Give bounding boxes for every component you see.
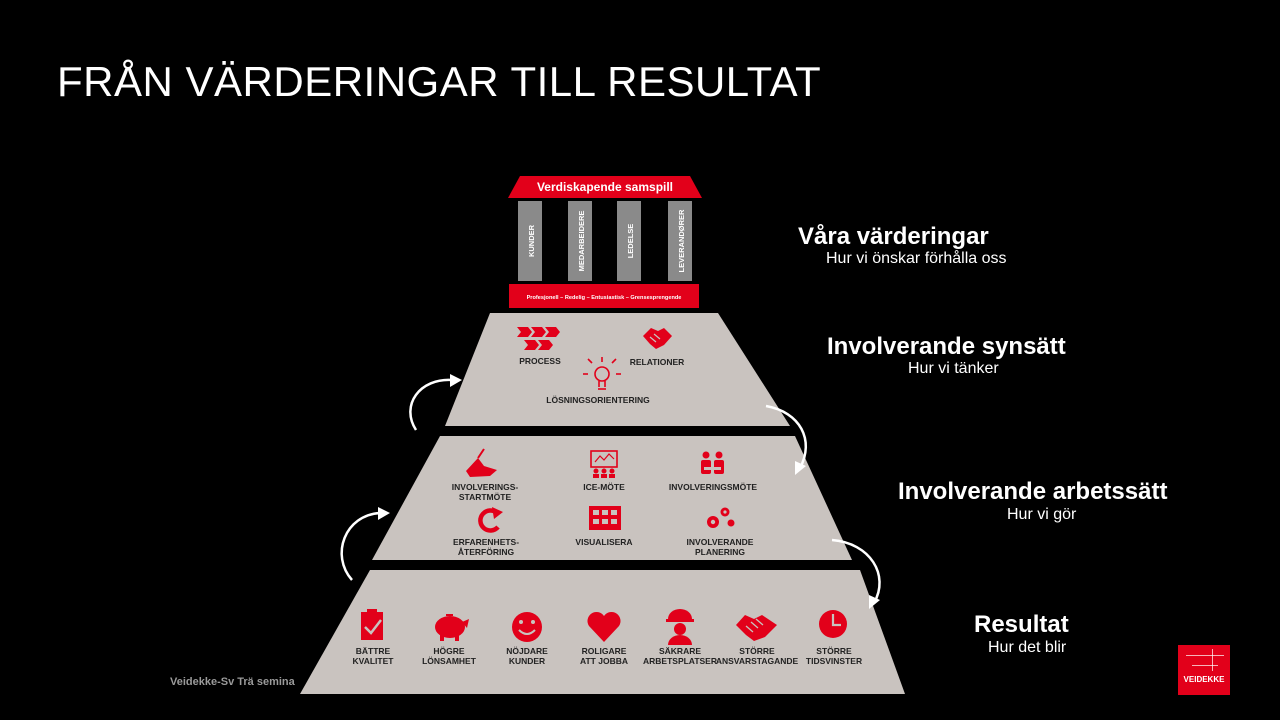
label-startmote-2: STARTMÖTE <box>459 492 512 502</box>
veidekke-logo: VEIDEKKE <box>1178 645 1230 695</box>
label-lonsamhet-2: LÖNSAMHET <box>422 656 477 666</box>
level-title-arbetssatt: Involverande arbetssätt <box>898 478 1168 505</box>
label-ansvar-2: ANSVARSTAGANDE <box>716 656 799 666</box>
level-title-resultat: Resultat <box>974 611 1069 638</box>
label-arbetsplatser-2: ARBETSPLATSER <box>643 656 717 666</box>
footer-text: Veidekke-Sv Trä semina <box>170 676 295 688</box>
feedback-loop-icon <box>478 507 503 533</box>
level-subtitle-synsatt: Hur vi tänker <box>908 360 999 377</box>
piggy-bank-icon <box>435 614 469 641</box>
label-kunder-1: NÖJDARE <box>506 646 548 656</box>
temple-roof-label: Verdiskapende samspill <box>537 180 673 194</box>
pillar-leverandorer <box>668 201 692 281</box>
level-subtitle-resultat: Hur det blir <box>988 639 1067 656</box>
label-kunder-2: KUNDER <box>509 656 545 666</box>
label-arbetsplatser-1: SÄKRARE <box>659 646 701 656</box>
label-losningsorientering: LÖSNINGSORIENTERING <box>546 395 650 405</box>
label-startmote-1: INVOLVERINGS- <box>452 482 519 492</box>
label-kvalitet-2: KVALITET <box>353 656 395 666</box>
page-title: FRÅN VÄRDERINGAR TILL RESULTAT <box>57 58 822 105</box>
arrow-left-upper <box>409 378 453 431</box>
pillar-medarbeidere <box>568 201 592 281</box>
label-jobba-1: ROLIGARE <box>582 646 627 656</box>
level-subtitle-arbetssatt: Hur vi gör <box>1007 506 1077 523</box>
label-tid-1: STÖRRE <box>816 646 852 656</box>
tier-1-synsatt <box>445 313 790 426</box>
arrow-right-lower <box>831 538 881 604</box>
clipboard-check-icon <box>361 609 383 640</box>
label-planering-1: INVOLVERANDE <box>687 537 754 547</box>
label-jobba-2: ATT JOBBA <box>580 656 628 666</box>
label-planering-2: PLANERING <box>695 547 745 557</box>
label-visualisera: VISUALISERA <box>575 537 632 547</box>
ice-meeting-icon <box>590 450 618 478</box>
arrow-left-lower <box>340 511 381 581</box>
pillar-kunder <box>518 201 542 281</box>
logo-text: VEIDEKKE <box>1183 675 1225 684</box>
pillar-ledelse <box>617 201 641 281</box>
temple-base-label: Profesjonell – Redelig – Entusiastisk – … <box>527 295 682 301</box>
pillar-label-ledelse: LEDELSE <box>626 224 635 259</box>
label-involveringsmote: INVOLVERINGSMÖTE <box>669 482 757 492</box>
label-ice-mote: ICE-MÖTE <box>583 482 625 492</box>
heart-icon <box>587 611 621 642</box>
cycle-arrows <box>340 378 881 604</box>
level-title-synsatt: Involverande synsätt <box>827 333 1066 360</box>
handshake-icon <box>643 328 672 349</box>
label-ansvar-1: STÖRRE <box>739 646 775 656</box>
arrow-right-upper <box>765 404 807 469</box>
label-erfarenhet-1: ERFARENHETS- <box>453 537 519 547</box>
clock-icon <box>819 610 847 638</box>
startmote-icon <box>466 448 497 477</box>
visualize-board-icon <box>589 506 621 530</box>
temple-roof <box>508 176 702 198</box>
lightbulb-icon <box>583 357 621 390</box>
label-process: PROCESS <box>519 356 561 366</box>
level-subtitle-varderingar: Hur vi önskar förhålla oss <box>826 250 1007 267</box>
temple-icon: Verdiskapende samspill KUNDER MEDARBEIDE… <box>508 176 702 308</box>
label-erfarenhet-2: ÅTERFÖRING <box>458 547 515 557</box>
pillar-label-kunder: KUNDER <box>527 224 536 257</box>
pillar-label-leverandorer: LEVERANDØRER <box>677 209 686 273</box>
handshake-icon-2 <box>736 615 777 641</box>
process-icon <box>517 327 560 350</box>
pillar-label-medarbeidere: MEDARBEIDERE <box>577 211 586 272</box>
gears-icon <box>707 507 735 528</box>
arrowheads <box>378 374 880 609</box>
people-meeting-icon <box>701 451 724 474</box>
smiley-icon <box>512 612 542 642</box>
temple-base <box>509 284 699 308</box>
label-relationer: RELATIONER <box>630 357 685 367</box>
label-lonsamhet-1: HÖGRE <box>433 646 465 656</box>
label-tid-2: TIDSVINSTER <box>806 656 862 666</box>
level-title-varderingar: Våra värderingar <box>798 223 989 250</box>
helmet-worker-icon <box>666 609 694 645</box>
label-kvalitet-1: BÄTTRE <box>356 646 391 656</box>
